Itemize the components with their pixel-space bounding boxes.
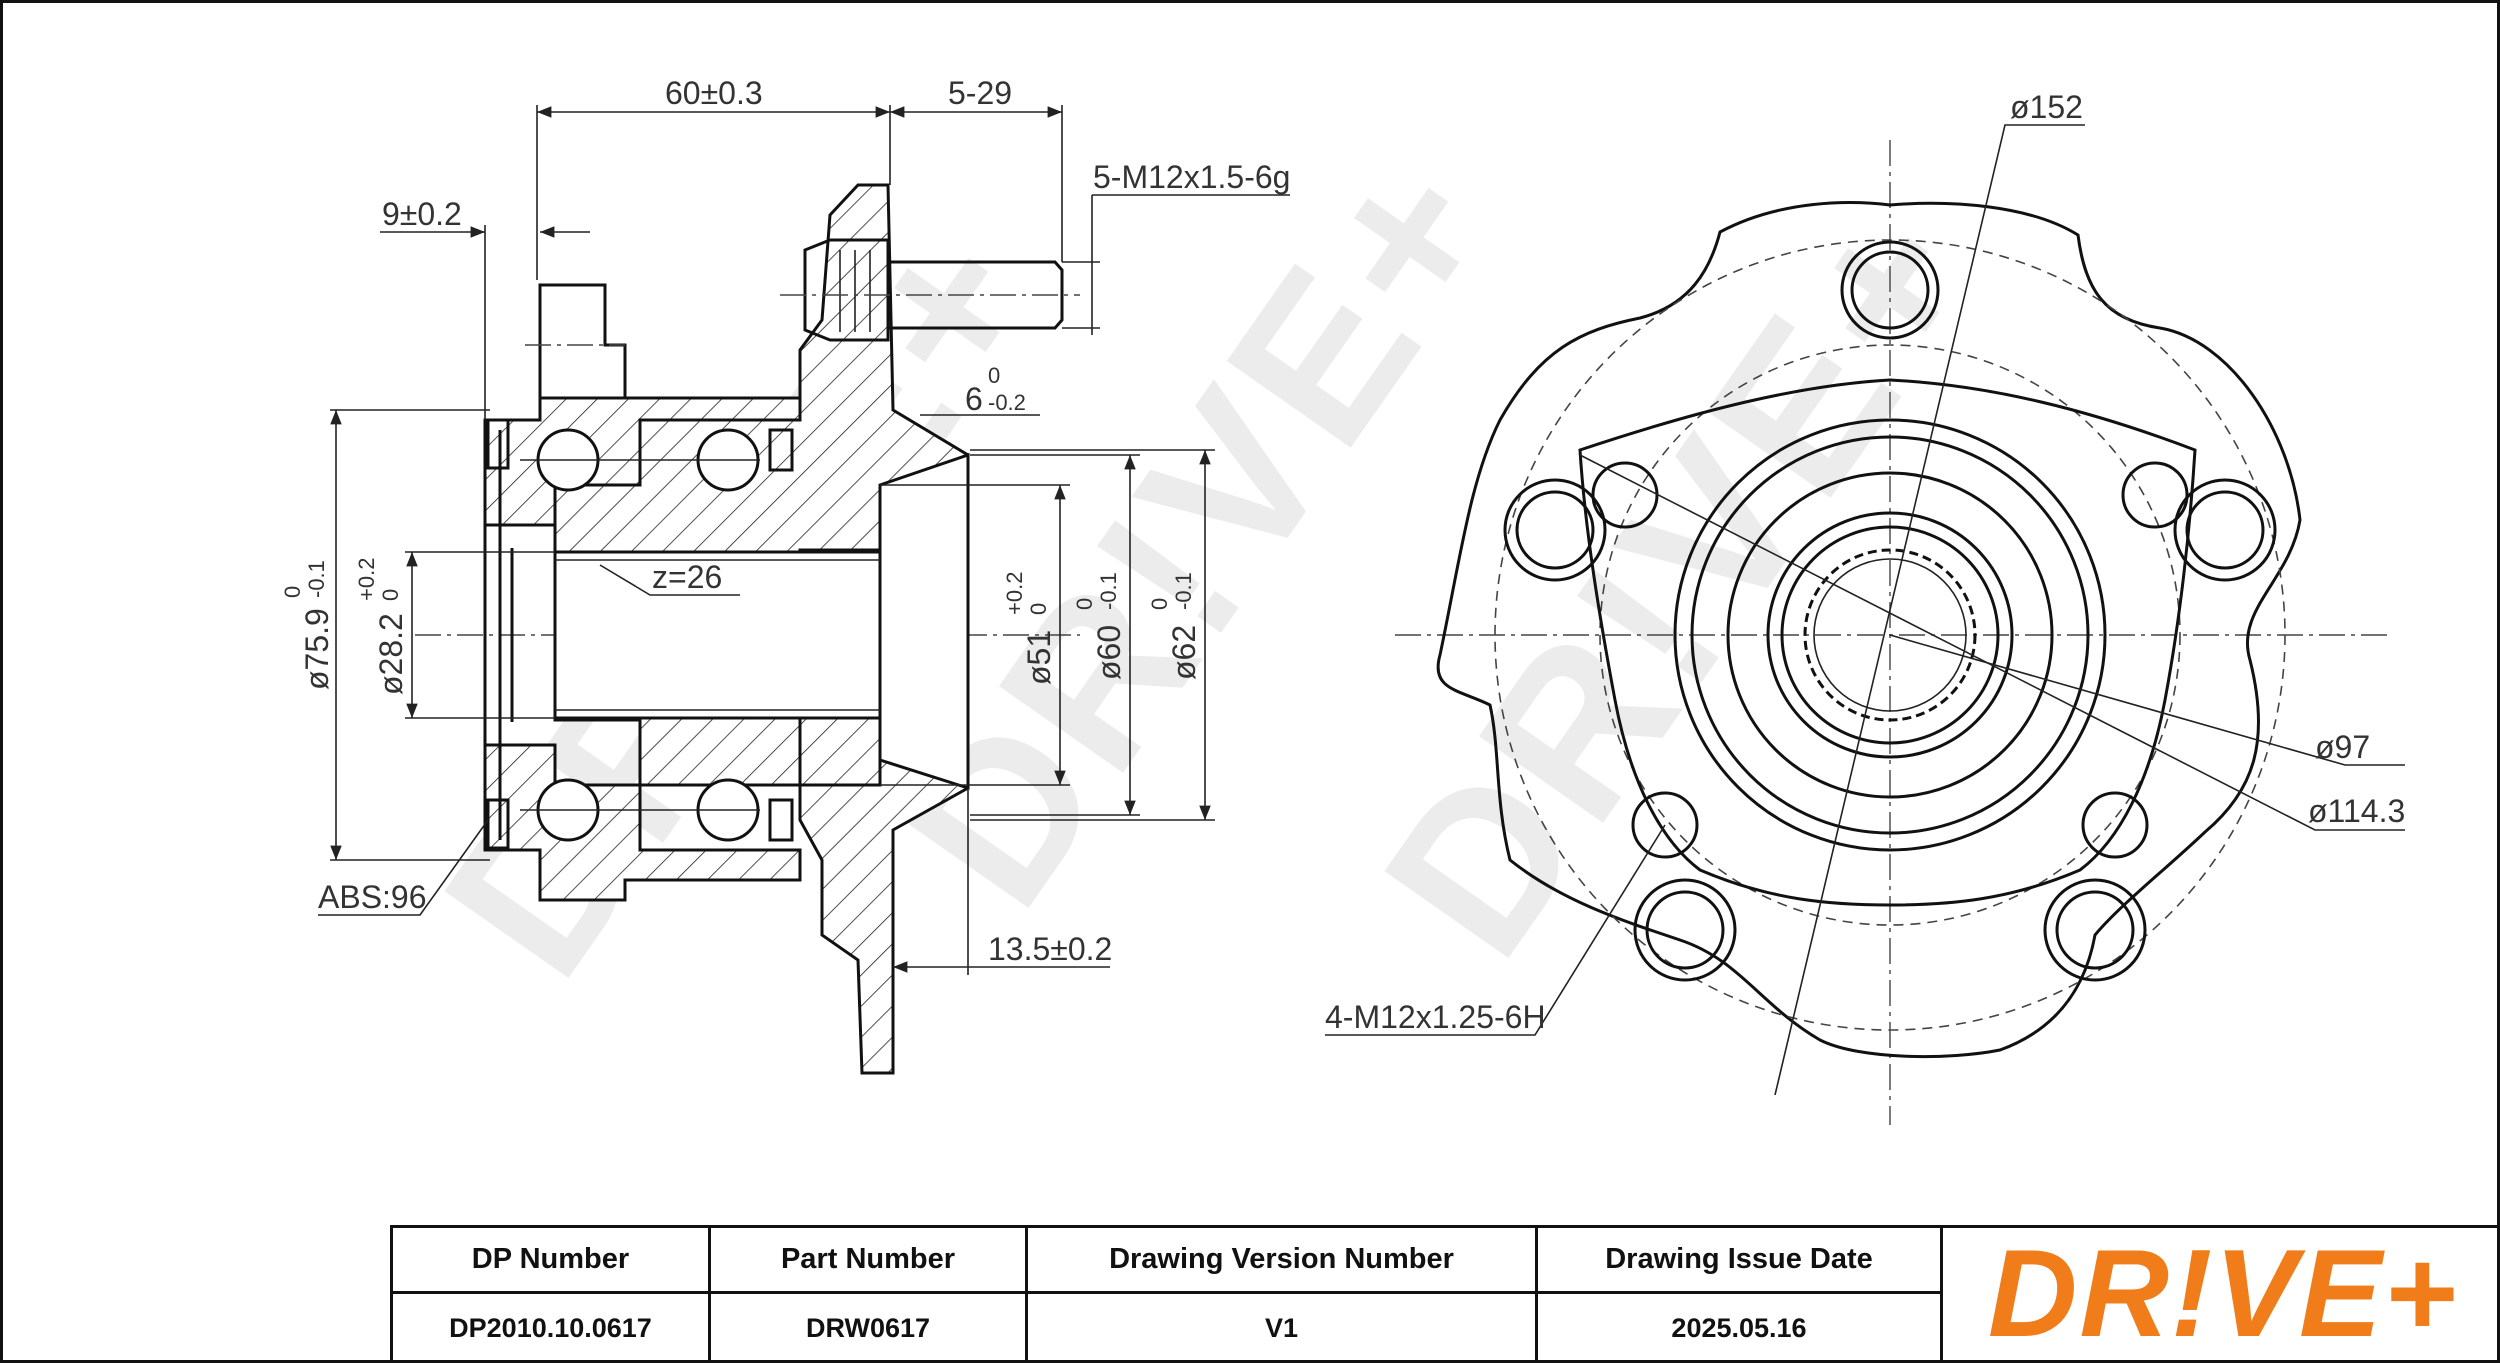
seals: [486, 418, 794, 850]
dim-outer-diameter-tol-upper: 0: [280, 586, 305, 598]
pcd-152-circle: [1494, 239, 2286, 1031]
hub-ring-4: [1766, 511, 2014, 759]
dim-stud-thread: 5-M12x1.5-6g: [1093, 159, 1290, 195]
dim-pilot-51: ø51: [1021, 630, 1057, 685]
hub-ring-3: [1726, 471, 2054, 799]
dim-pcd-114: ø114.3: [2308, 793, 2405, 829]
dim-overall-length: 60±0.3: [665, 75, 763, 111]
version-header: Drawing Version Number: [1028, 1228, 1535, 1294]
pilot-counterbore: [878, 452, 970, 791]
dim-pilot-62-tol-upper: 0: [1147, 598, 1172, 610]
part-number-header: Part Number: [711, 1228, 1025, 1294]
title-block: DP Number DP2010.10.0617 Part Number DRW…: [390, 1225, 2500, 1363]
brand-logo-text: DR!VE+: [1988, 1236, 2458, 1356]
dim-flange-tol-upper: 0: [988, 363, 1000, 388]
wheel-stud-holes: [1503, 240, 2277, 982]
hub-boss: [1578, 378, 2197, 907]
hub-ring-2: [1690, 435, 2090, 835]
spline-bore: [553, 550, 882, 720]
dim-pilot-51-tol-upper: +0.2: [1002, 572, 1027, 615]
pcd-114-circle: [1599, 344, 2181, 926]
dim-bore-diameter-tol-upper: +0.2: [354, 558, 379, 601]
dim-offset: 9±0.2: [382, 196, 462, 232]
mount-tab: [538, 283, 627, 400]
wheel-stud: [780, 238, 1080, 342]
dim-flange-thickness: 13.5±0.2: [988, 931, 1112, 967]
dim-pcd-97: ø97: [2315, 729, 2370, 765]
dim-outer-diameter: ø75.9: [299, 608, 335, 690]
issue-date-value: 2025.05.16: [1671, 1313, 1807, 1343]
spline-bore-outer: [1803, 548, 1977, 722]
dim-pilot-60: ø60: [1091, 625, 1127, 680]
title-block-col-issue-date: Drawing Issue Date 2025.05.16: [1538, 1228, 1943, 1363]
hub-ring-1: [1673, 418, 2107, 852]
title-block-col-version: Drawing Version Number V1: [1028, 1228, 1538, 1363]
hub-ring-5: [1780, 525, 2000, 745]
issue-date-header: Drawing Issue Date: [1538, 1228, 1940, 1294]
bearing-balls: [520, 428, 760, 842]
dim-stud-length: 5-29: [948, 75, 1012, 111]
version-value: V1: [1264, 1313, 1299, 1343]
flange-outline: [1436, 201, 2302, 1059]
dim-abs: ABS:96: [318, 879, 427, 915]
spline-teeth-lines: [555, 559, 880, 711]
dp-number-value: DP2010.10.0617: [449, 1313, 652, 1343]
dim-outer-diameter-tol-lower: -0.1: [304, 560, 329, 598]
front-view: ø152 ø97 ø114.3 4-M12x1.25-6H: [1325, 89, 2405, 1125]
dp-number-header: DP Number: [393, 1228, 708, 1294]
brand-logo-mark: DR!VE+: [1988, 1236, 2458, 1356]
dim-spline-teeth: z=26: [652, 559, 722, 595]
dim-flange-tol: 6: [965, 381, 983, 417]
dim-flange-diameter: ø152: [2010, 89, 2083, 125]
dim-bore-diameter-tol-lower: 0: [378, 589, 403, 601]
side-dimensions: 60±0.3 5-29 5-M12x1.5-6g 9±0.2 6 0 -0.2 …: [280, 75, 1290, 975]
title-block-col-dp-number: DP Number DP2010.10.0617: [393, 1228, 711, 1363]
dim-pilot-62: ø62: [1166, 625, 1202, 680]
outer-ring-face: [483, 420, 514, 850]
spline-bore-inner: [1813, 558, 1967, 712]
brand-logo: DR!VE+: [1943, 1228, 2500, 1363]
dim-mount-thread: 4-M12x1.25-6H: [1325, 999, 1546, 1035]
dim-pilot-62-tol-lower: -0.1: [1171, 572, 1196, 610]
dim-bore-diameter: ø28.2: [373, 613, 409, 695]
side-section-view: [415, 183, 1080, 1075]
part-number-value: DRW0617: [805, 1313, 931, 1343]
dim-pilot-60-tol-upper: 0: [1072, 598, 1097, 610]
dim-flange-tol-lower: -0.2: [988, 390, 1026, 415]
dim-pilot-51-tol-lower: 0: [1026, 603, 1051, 615]
dim-pilot-60-tol-lower: -0.1: [1096, 572, 1121, 610]
title-block-col-part-number: Part Number DRW0617: [711, 1228, 1028, 1363]
